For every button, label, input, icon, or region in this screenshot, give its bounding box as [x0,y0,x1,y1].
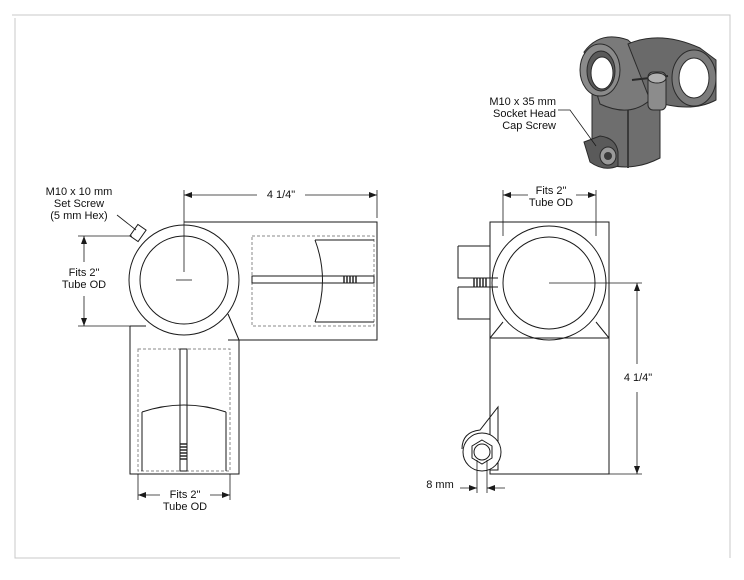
dim-top-label: 4 1/4" [266,189,296,201]
render-left-socket-hole [590,56,614,90]
dim-right-label: 4 1/4" [623,372,653,384]
cap-screw-line-3: Cap Screw [502,120,556,132]
border-bottom-left [14,18,400,559]
dim-8mm-label: 8 mm [426,479,454,491]
threads-left [180,276,357,460]
cap-screw-label: M10 x 35 mm Socket Head Cap Screw [470,96,556,132]
border-top-right [12,14,731,558]
right-transition-left [489,321,504,339]
fits-left-line-1: Fits 2" [68,267,100,279]
horizontal-arm [184,221,378,341]
render-cross-socket-hole [678,57,710,99]
fits-left-line-2: Tube OD [61,279,107,291]
left-dimensions [78,190,378,500]
cap-screw-line-2: Socket Head [493,108,556,120]
transition-edge [227,313,240,341]
cap-screw-leader [558,109,597,147]
cap-screw-line-1: M10 x 35 mm [489,96,556,108]
slot-horizontal [251,275,375,284]
right-transition-right [595,321,610,339]
isometric-render [558,36,717,169]
right-dimensions [460,190,642,493]
lower-clamp-ear [461,405,499,471]
render-screw-top [647,72,667,84]
ear-upper [457,246,490,279]
vertical-body [129,326,240,475]
set-screw-nub [129,223,147,243]
bore-curve-vertical [141,404,227,413]
fits-left-label: Fits 2" Tube OD [50,267,118,291]
ear-lower [457,287,490,320]
set-screw-line-1: M10 x 10 mm [45,186,113,198]
fits-top-right-label: Fits 2" Tube OD [515,185,587,209]
fits-bottom-line-1: Fits 2" [169,489,201,501]
hex-inner-circle [473,443,491,461]
set-screw-line-3: (5 mm Hex) [50,210,108,222]
fits-bottom-label: Fits 2" Tube OD [150,489,220,513]
set-screw-label: M10 x 10 mm Set Screw (5 mm Hex) [36,186,122,222]
fits-bottom-line-2: Tube OD [162,501,208,513]
fits-top-right-line-1: Fits 2" [535,185,567,197]
slot-vertical [179,348,188,472]
render-cap-screw-socket [604,152,612,160]
fits-top-right-line-2: Tube OD [528,197,574,209]
right-view [457,221,610,475]
bore-curve-horizontal [314,239,323,323]
threads-right [473,278,487,287]
set-screw-line-2: Set Screw [53,198,105,210]
left-view [128,221,378,475]
